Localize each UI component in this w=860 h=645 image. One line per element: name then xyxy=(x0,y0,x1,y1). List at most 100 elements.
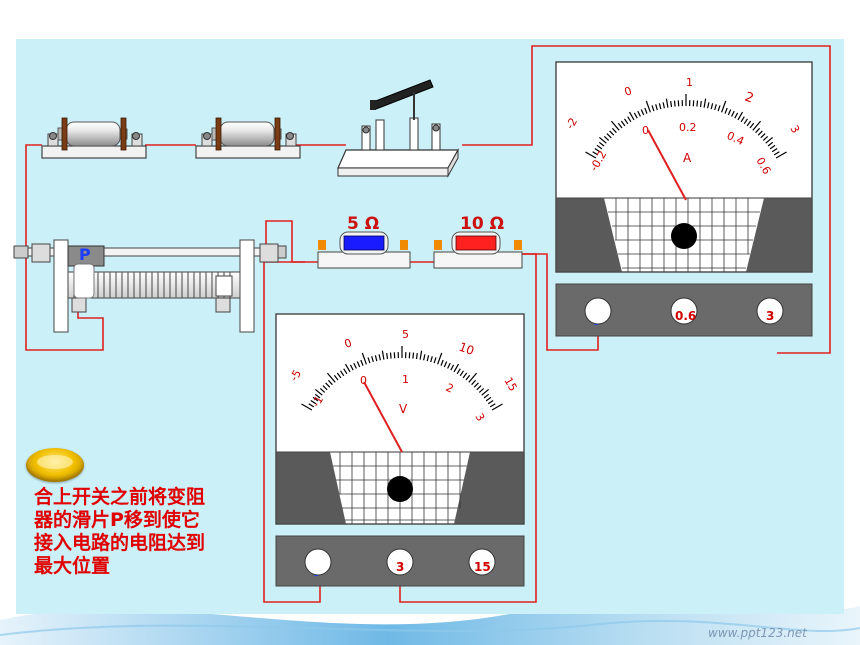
scale-tick xyxy=(623,118,629,125)
scale-tick xyxy=(336,372,342,379)
scale-tick xyxy=(769,144,776,150)
scale-tick xyxy=(610,120,620,131)
voltmeter-bottom-scale-2: 2 xyxy=(444,381,456,396)
scale-tick xyxy=(374,355,378,362)
scale-tick xyxy=(349,364,354,371)
scale-tick xyxy=(314,393,321,399)
scale-tick xyxy=(312,396,319,402)
scale-tick xyxy=(437,352,443,365)
scale-tick xyxy=(651,105,655,112)
scale-tick xyxy=(325,382,331,388)
scale-tick xyxy=(755,127,761,134)
scale-tick xyxy=(471,379,477,386)
scale-tick xyxy=(456,368,461,375)
battery-1 xyxy=(41,117,147,159)
scale-tick xyxy=(430,356,433,363)
knife-switch[interactable] xyxy=(337,79,460,178)
scale-tick xyxy=(310,399,317,405)
ammeter: -2 0 1 2 3 -0.2 0 0.2 0.4 0.6 A xyxy=(555,61,813,273)
voltmeter: -5 0 5 10 15 -1 0 1 2 3 V xyxy=(275,313,525,525)
scale-tick xyxy=(762,135,769,141)
scale-tick xyxy=(339,370,345,377)
voltmeter-terminal-neg[interactable] xyxy=(304,548,332,576)
scale-tick xyxy=(315,388,323,396)
scale-tick xyxy=(367,357,371,364)
scale-tick xyxy=(734,112,739,119)
ammeter-top-scale-0: 0 xyxy=(623,84,634,99)
ammeter-top-scale-1: 1 xyxy=(686,76,693,89)
scale-tick xyxy=(662,102,665,109)
voltmeter-top-scale-5: 5 xyxy=(402,328,409,341)
scale-tick xyxy=(478,387,485,393)
scale-tick xyxy=(343,368,348,375)
scale-tick xyxy=(665,98,669,108)
scale-tick xyxy=(333,374,339,381)
scale-tick xyxy=(717,105,721,112)
scale-tick xyxy=(644,107,648,114)
scale-tick xyxy=(743,118,749,125)
scale-tick xyxy=(389,352,392,359)
scale-tick xyxy=(749,122,755,129)
scale-tick xyxy=(433,357,437,364)
voltmeter-terminal-15[interactable] xyxy=(468,548,496,576)
scale-tick xyxy=(453,363,460,373)
resistor-10-label: 10 Ω xyxy=(460,214,504,234)
voltmeter-unit: V xyxy=(399,402,408,416)
scale-tick xyxy=(773,151,780,156)
caption-line: 最大位置 xyxy=(34,555,111,577)
scale-tick xyxy=(658,103,662,110)
scale-tick xyxy=(771,147,778,153)
scale-tick xyxy=(620,120,626,127)
scale-tick xyxy=(378,354,381,361)
ammeter-terminal-neg-label: - xyxy=(594,317,598,331)
scale-tick xyxy=(481,388,489,396)
voltmeter-terminal-3[interactable] xyxy=(386,548,414,576)
scale-tick xyxy=(440,359,444,366)
caption-line: 合上开关之前将变阻 xyxy=(34,486,206,508)
scale-tick xyxy=(599,136,607,144)
scale-tick xyxy=(487,399,494,405)
ammeter-terminal-3-label: 3 xyxy=(766,309,774,323)
scale-tick xyxy=(483,393,490,399)
rheostat-slider[interactable]: P xyxy=(67,245,105,299)
ammeter-scale-ticks xyxy=(585,94,787,159)
scale-tick xyxy=(592,151,599,156)
scale-tick xyxy=(301,403,313,411)
scale-tick xyxy=(491,403,503,411)
ammeter-terminal-3[interactable] xyxy=(756,297,784,325)
scale-tick xyxy=(594,147,601,153)
scale-tick xyxy=(412,352,415,359)
scale-tick xyxy=(710,103,714,110)
scale-tick xyxy=(640,109,645,116)
scale-tick xyxy=(473,382,479,388)
scale-tick xyxy=(699,101,702,108)
ammeter-terminal-strip: - 0.6 3 xyxy=(555,283,813,337)
scale-tick xyxy=(752,120,762,131)
scale-tick xyxy=(360,359,364,366)
scale-tick xyxy=(727,109,732,116)
ammeter-bottom-scale-0: 0 xyxy=(642,124,649,137)
scale-tick xyxy=(627,116,632,123)
scale-tick xyxy=(308,403,315,408)
scale-tick xyxy=(760,133,766,139)
resistor-10-ohm: 10 Ω xyxy=(433,214,523,269)
scale-tick xyxy=(670,101,673,108)
scale-tick xyxy=(617,122,623,129)
voltmeter-scale-ticks xyxy=(301,346,503,411)
ammeter-terminal-neg[interactable] xyxy=(584,297,612,325)
scale-tick xyxy=(353,362,357,369)
gold-oval-button-icon[interactable] xyxy=(26,448,84,482)
scale-tick xyxy=(319,387,326,393)
scale-tick xyxy=(707,102,710,109)
voltmeter-top-scale-0: 0 xyxy=(343,336,354,351)
voltmeter-terminal-3-label: 3 xyxy=(396,560,404,574)
ammeter-terminal-06[interactable] xyxy=(670,297,698,325)
scale-tick xyxy=(606,133,612,139)
scale-tick xyxy=(645,100,651,113)
scale-tick xyxy=(767,141,774,147)
scale-tick xyxy=(447,362,451,369)
scale-tick xyxy=(633,112,638,119)
ammeter-needle xyxy=(647,129,687,201)
scale-tick xyxy=(419,350,423,360)
